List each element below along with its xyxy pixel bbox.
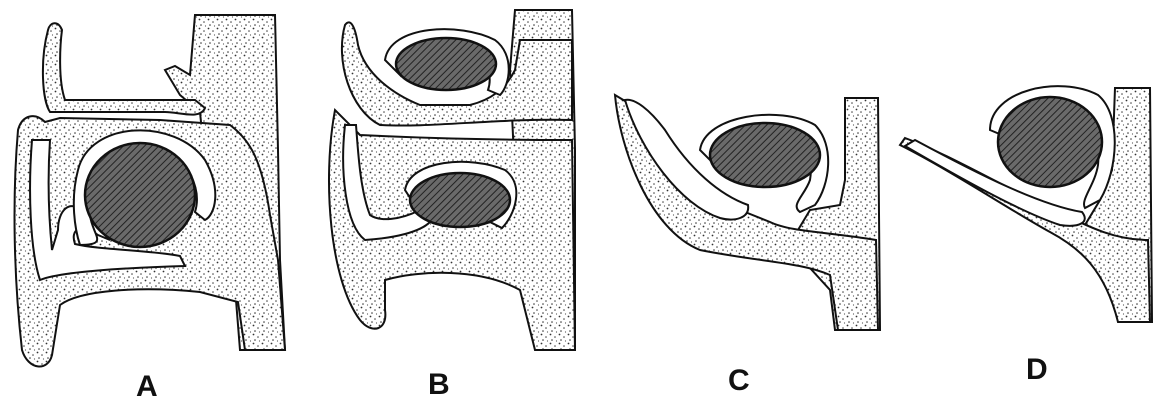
- panel-b-drawing: [329, 10, 575, 350]
- panel-c-nucellus: [710, 123, 820, 187]
- panel-b-label: B: [428, 370, 450, 400]
- panel-b-upper-nucellus: [396, 38, 496, 90]
- panel-c-label: C: [728, 366, 750, 396]
- panel-d-label: D: [1026, 355, 1048, 385]
- panel-a-label: A: [136, 372, 158, 402]
- panel-d-drawing: [900, 86, 1152, 322]
- panel-c-drawing: [615, 95, 880, 330]
- panel-b-lower-nucellus: [410, 173, 510, 227]
- panel-a-drawing: [15, 15, 285, 366]
- panel-a-nucellus: [85, 143, 195, 247]
- panel-d-nucellus: [998, 97, 1102, 187]
